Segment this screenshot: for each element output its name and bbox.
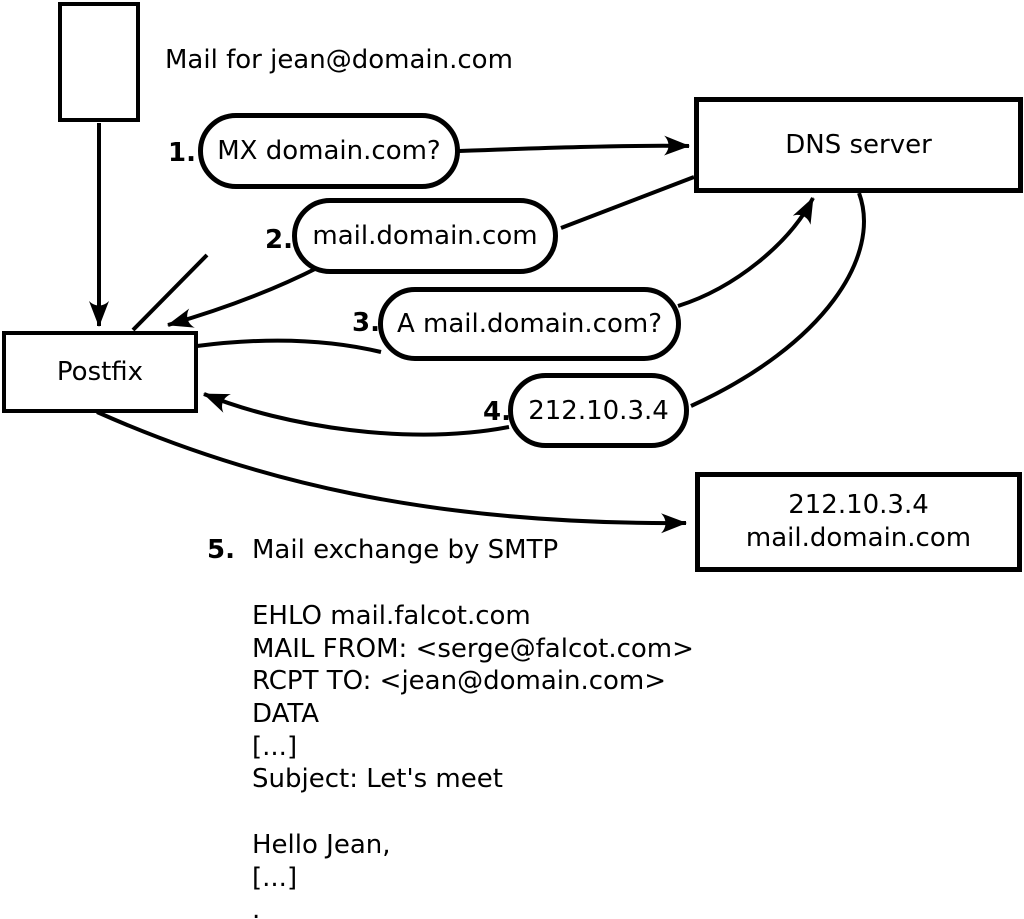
mail-server-node: 212.10.3.4 mail.domain.com	[695, 472, 1022, 572]
smtp-line: Subject: Let's meet	[252, 764, 503, 795]
step-1-query-pill: MX domain.com?	[198, 113, 460, 189]
step-3-number: 3.	[352, 308, 380, 338]
arrow-query1-to-dns	[458, 135, 690, 156]
step-3-query-pill: A mail.domain.com?	[378, 287, 681, 361]
smtp-line: .	[252, 895, 261, 919]
smtp-line: MAIL FROM: <serge@falcot.com>	[252, 633, 694, 664]
smtp-line: RCPT TO: <jean@domain.com>	[252, 666, 667, 697]
arrow-postfix-to-mailserver	[96, 410, 687, 534]
dns-server-node: DNS server	[694, 97, 1023, 193]
step-5-number: 5.	[207, 535, 235, 565]
line-postfix-to-query1	[131, 253, 209, 332]
postfix-node: Postfix	[2, 331, 198, 413]
arrow-answer2-to-postfix	[167, 265, 320, 328]
smtp-line: EHLO mail.falcot.com	[252, 601, 531, 631]
smtp-line: DATA	[252, 699, 319, 730]
smtp-session-transcript: EHLO mail.falcot.com MAIL FROM: <serge@f…	[252, 600, 694, 919]
step-2-answer-pill: mail.domain.com	[292, 198, 558, 274]
arrow-answer4-to-postfix	[203, 392, 510, 437]
smtp-line: [...]	[252, 862, 298, 893]
line-dns-to-answer2	[560, 175, 695, 230]
mail-server-label: 212.10.3.4 mail.domain.com	[746, 489, 971, 555]
mail-message-box	[58, 2, 140, 122]
arrow-query3-to-dns	[677, 197, 815, 308]
line-dns-to-answer4	[690, 192, 866, 408]
mail-server-ip: 212.10.3.4	[788, 490, 929, 520]
smtp-line	[252, 796, 694, 829]
step-4-answer-pill: 212.10.3.4	[508, 373, 689, 448]
step-2-number: 2.	[265, 225, 293, 255]
step-5-label: Mail exchange by SMTP	[252, 535, 559, 565]
line-postfix-to-query3	[196, 338, 382, 354]
smtp-line: [...]	[252, 731, 298, 762]
step-1-number: 1.	[168, 138, 196, 168]
mail-server-hostname: mail.domain.com	[745, 523, 972, 553]
mail-note-label: Mail for jean@domain.com	[165, 45, 513, 75]
step-4-number: 4.	[483, 397, 511, 427]
smtp-line: Hello Jean,	[252, 829, 391, 860]
